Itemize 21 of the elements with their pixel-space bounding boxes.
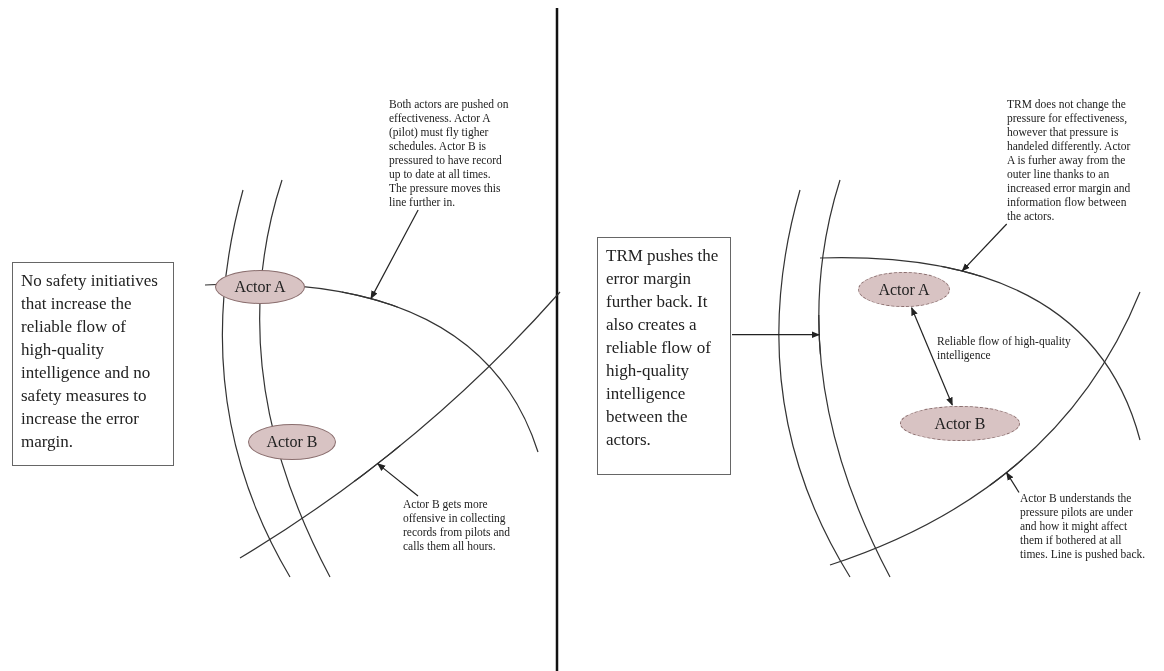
arrow	[1006, 471, 1020, 494]
curve-segment	[353, 444, 401, 482]
annotation-text: Actor B understands the pressure pilots are under and how it might affect them if bothered at all times. Line is pushed back.	[1020, 491, 1148, 561]
annotation-text: TRM does not change the pressure for effectiveness, however that pressure is handeled differently. Actor A is furher away from the outer line thanks to an increased error margin and information flow between the actors.	[1007, 97, 1139, 223]
arrow	[731, 331, 821, 339]
arrow	[370, 209, 419, 300]
text-box: TRM pushes the error margin further back. It also creates a reliable flow of high-quality intelligence between the actors.	[597, 237, 731, 475]
curve-segment	[341, 291, 399, 308]
actor-ellipse: Actor A	[215, 270, 305, 304]
actor-ellipse: Actor A	[858, 272, 950, 307]
arrow	[376, 463, 419, 497]
annotation-text: Actor B gets more offensive in collecting records from pilots and calls them all hours.	[403, 497, 515, 553]
actor-ellipse: Actor B	[900, 406, 1020, 441]
curve-segment	[818, 314, 821, 355]
arrow	[961, 223, 1008, 272]
curve-segment	[989, 458, 1024, 486]
text-box: No safety initiatives that increase the reliable flow of high-quality intelligence and no safety measures to increase the error margin.	[12, 262, 174, 466]
curve-segment	[940, 265, 983, 278]
annotation-text: Both actors are pushed on effectiveness. Actor A (pilot) must fly tigher schedules. Actor B is pressured to have record up to date at all times. The pressure moves this line further in.	[389, 97, 509, 209]
arrow	[911, 307, 953, 406]
actor-ellipse: Actor B	[248, 424, 336, 460]
